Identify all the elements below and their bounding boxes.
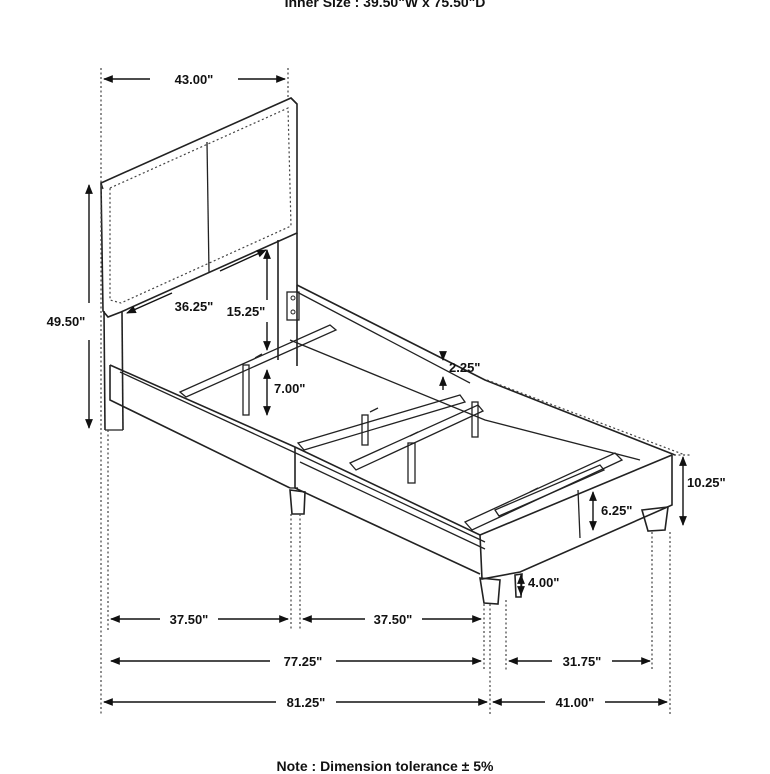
dim-overall-length: 81.25" (287, 695, 326, 710)
dimension-arrows (85, 75, 687, 706)
inner-size-caption: Inner Size : 39.50"W x 75.50"D (284, 0, 486, 10)
tolerance-note: Note : Dimension tolerance ± 5% (276, 758, 494, 774)
headboard (100, 97, 300, 431)
dimension-labels: 43.00" 49.50" 36.25" 15.25" 7.00" 2.25" … (47, 72, 726, 710)
dim-total-height: 49.50" (47, 314, 86, 329)
dim-headboard-panel-width: 36.25" (175, 299, 214, 314)
slats (178, 324, 624, 531)
dim-foot-width: 31.75" (563, 654, 602, 669)
bed-frame (109, 284, 676, 605)
dim-segment-left: 37.50" (170, 612, 209, 627)
dim-rail-height: 6.25" (601, 503, 632, 518)
dim-segment-right: 37.50" (374, 612, 413, 627)
dim-overall-width: 41.00" (556, 695, 595, 710)
extension-lines (100, 68, 690, 715)
dim-rail-length: 77.25" (284, 654, 323, 669)
dim-footboard-height: 10.25" (687, 475, 726, 490)
dim-leg-height: 4.00" (528, 575, 559, 590)
dim-side-rail-gap: 2.25" (449, 360, 480, 375)
dim-headboard-width: 43.00" (175, 72, 214, 87)
dim-headboard-panel-height: 15.25" (227, 304, 266, 319)
dim-slat-clearance: 7.00" (274, 381, 305, 396)
